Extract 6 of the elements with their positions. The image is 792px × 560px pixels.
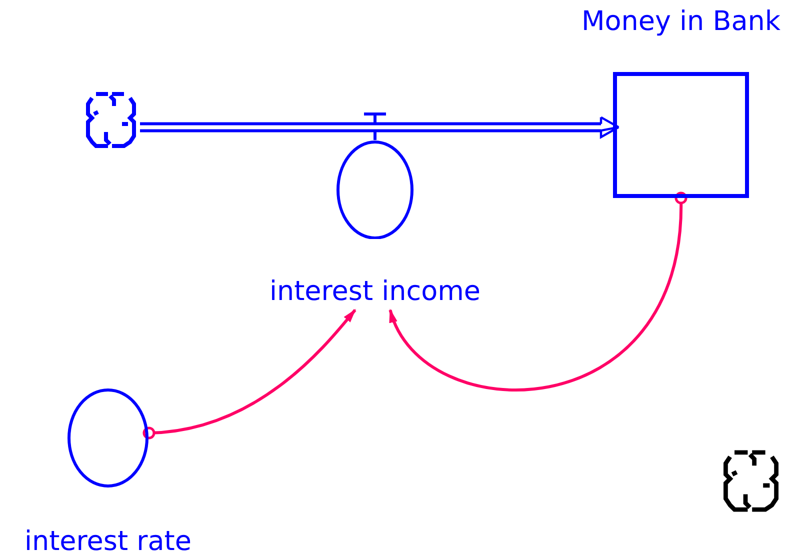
connector-arrow [142, 308, 356, 440]
node-label: interest income [269, 276, 481, 308]
connector-arrow [388, 192, 688, 392]
flow-pipe [140, 116, 620, 138]
node-label: Money in Bank [581, 6, 781, 38]
node-label: interest rate [24, 526, 192, 558]
